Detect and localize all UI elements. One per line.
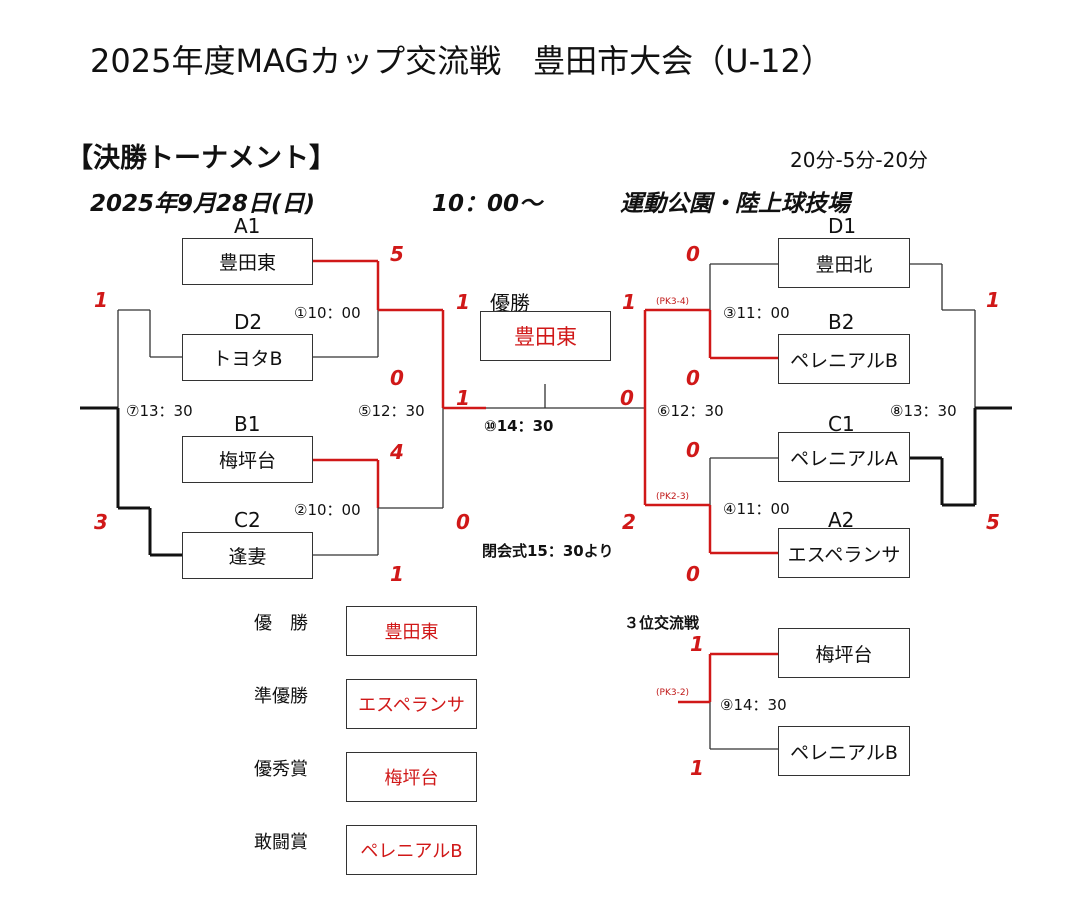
score-m1-top: 5 — [390, 242, 404, 266]
score-final-left: 1 — [456, 386, 470, 410]
score-m5-bottom: 0 — [456, 510, 470, 534]
pk-label-third: (PK3-2) — [656, 688, 690, 698]
score-m6-bottom: 2 — [622, 510, 636, 534]
score-third-bottom: 1 — [690, 756, 704, 780]
match-time-1: ①10：00 — [294, 304, 361, 322]
score-m8-bottom: 5 — [986, 510, 1000, 534]
score-m6-top: 1 — [622, 290, 636, 314]
start-time: 10：00～ — [432, 191, 543, 217]
third-place-heading: ３位交流戦 — [624, 614, 700, 632]
award-team-fighting-spirit: ペレニアルB — [346, 825, 477, 875]
team-box-a1: 豊田東 — [182, 238, 313, 285]
seed-label-b1: B1 — [234, 412, 261, 436]
team-box-c1: ペレニアルA — [778, 432, 910, 482]
match-time-5: ⑤12：30 — [358, 402, 425, 420]
pk-label-m4: (PK2-3) — [656, 492, 690, 502]
score-m3-bottom: 0 — [686, 366, 700, 390]
match-time-8: ⑧13：30 — [890, 402, 957, 420]
team-box-d1: 豊田北 — [778, 238, 910, 288]
seed-label-d2: D2 — [234, 310, 263, 334]
match-time-3: ③11：00 — [723, 304, 790, 322]
score-m1-bottom: 0 — [390, 366, 404, 390]
closing-ceremony-note: 閉会式15：30より — [482, 542, 614, 560]
team-box-b2: ペレニアルB — [778, 334, 910, 384]
award-label-runner-up: 準優勝 — [254, 686, 308, 707]
score-m3-top: 0 — [686, 242, 700, 266]
match-date: 2025年9月28日(日) — [90, 191, 316, 217]
award-team-champion: 豊田東 — [346, 606, 477, 656]
match-time-7: ⑦13：30 — [126, 402, 193, 420]
seed-label-b2: B2 — [828, 310, 855, 334]
score-m8-top: 1 — [986, 288, 1000, 312]
match-format: 20分-5分-20分 — [790, 148, 929, 172]
section-heading: 【決勝トーナメント】 — [66, 143, 336, 174]
score-third-top: 1 — [690, 632, 704, 656]
award-label-excellence: 優秀賞 — [254, 759, 308, 780]
venue: 運動公園・陸上球技場 — [620, 191, 850, 217]
score-m5-top: 1 — [456, 290, 470, 314]
champion-box: 豊田東 — [480, 311, 611, 361]
seed-label-d1: D1 — [828, 214, 857, 238]
award-team-excellence: 梅坪台 — [346, 752, 477, 802]
match-time-9: ⑨14：30 — [720, 696, 787, 714]
match-time-final: ⑩14：30 — [484, 417, 554, 435]
team-box-b1: 梅坪台 — [182, 436, 313, 483]
match-time-2: ②10：00 — [294, 501, 361, 519]
page-title: 2025年度MAGカップ交流戦 豊田市大会（U-12） — [90, 42, 833, 80]
score-final-right: 0 — [620, 386, 634, 410]
seed-label-a1: A1 — [234, 214, 261, 238]
score-m7-top: 1 — [94, 288, 108, 312]
seed-label-c2: C2 — [234, 508, 261, 532]
score-m2-top: 4 — [390, 440, 404, 464]
score-m4-bottom: 0 — [686, 562, 700, 586]
score-m7-bottom: 3 — [94, 510, 108, 534]
score-m4-top: 0 — [686, 438, 700, 462]
match-time-6: ⑥12：30 — [657, 402, 724, 420]
team-box-a2: エスペランサ — [778, 528, 910, 578]
award-label-fighting-spirit: 敢闘賞 — [254, 832, 308, 853]
match-time-4: ④11：00 — [723, 500, 790, 518]
pk-label-m3: (PK3-4) — [656, 297, 690, 307]
team-box-d2: トヨタB — [182, 334, 313, 381]
award-team-runner-up: エスペランサ — [346, 679, 477, 729]
award-label-champion: 優 勝 — [254, 613, 308, 634]
team-box-c2: 逢妻 — [182, 532, 313, 579]
third-place-team-bottom: ペレニアルB — [778, 726, 910, 776]
third-place-team-top: 梅坪台 — [778, 628, 910, 678]
score-m2-bottom: 1 — [390, 562, 404, 586]
